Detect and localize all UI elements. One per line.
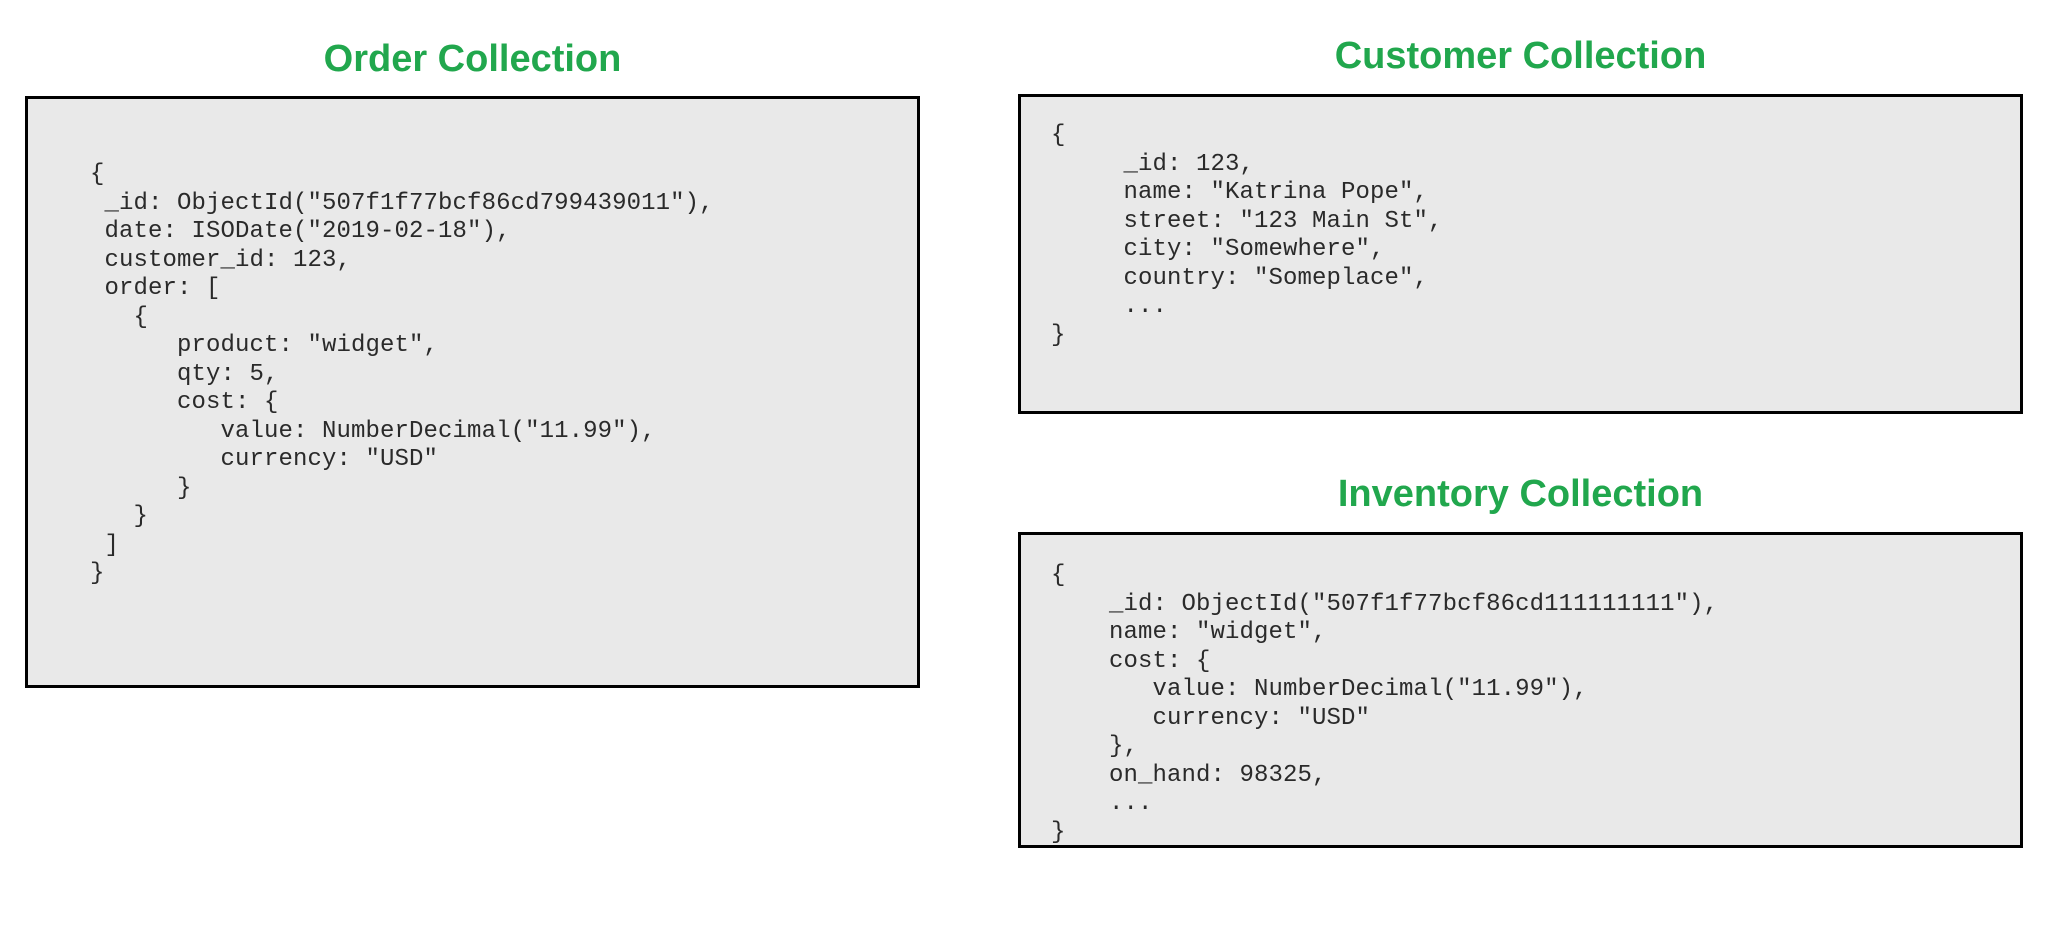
order-collection-code: { _id: ObjectId("507f1f77bcf86cd79943901… bbox=[90, 161, 714, 587]
order-collection-panel: Order Collection { _id: ObjectId("507f1f… bbox=[25, 40, 920, 688]
inventory-collection-panel: Inventory Collection { _id: ObjectId("50… bbox=[1018, 475, 2023, 848]
order-collection-title: Order Collection bbox=[323, 38, 622, 80]
inventory-collection-code-box: { _id: ObjectId("507f1f77bcf86cd11111111… bbox=[1018, 532, 2023, 848]
inventory-collection-title: Inventory Collection bbox=[1337, 473, 1704, 515]
customer-collection-code-box: { _id: 123, name: "Katrina Pope", street… bbox=[1018, 94, 2023, 414]
inventory-collection-code: { _id: ObjectId("507f1f77bcf86cd11111111… bbox=[1051, 562, 1719, 846]
order-collection-code-box: { _id: ObjectId("507f1f77bcf86cd79943901… bbox=[25, 96, 920, 688]
customer-collection-code: { _id: 123, name: "Katrina Pope", street… bbox=[1051, 122, 1443, 349]
customer-collection-panel: Customer Collection { _id: 123, name: "K… bbox=[1018, 37, 2023, 414]
customer-collection-title: Customer Collection bbox=[1334, 35, 1707, 77]
